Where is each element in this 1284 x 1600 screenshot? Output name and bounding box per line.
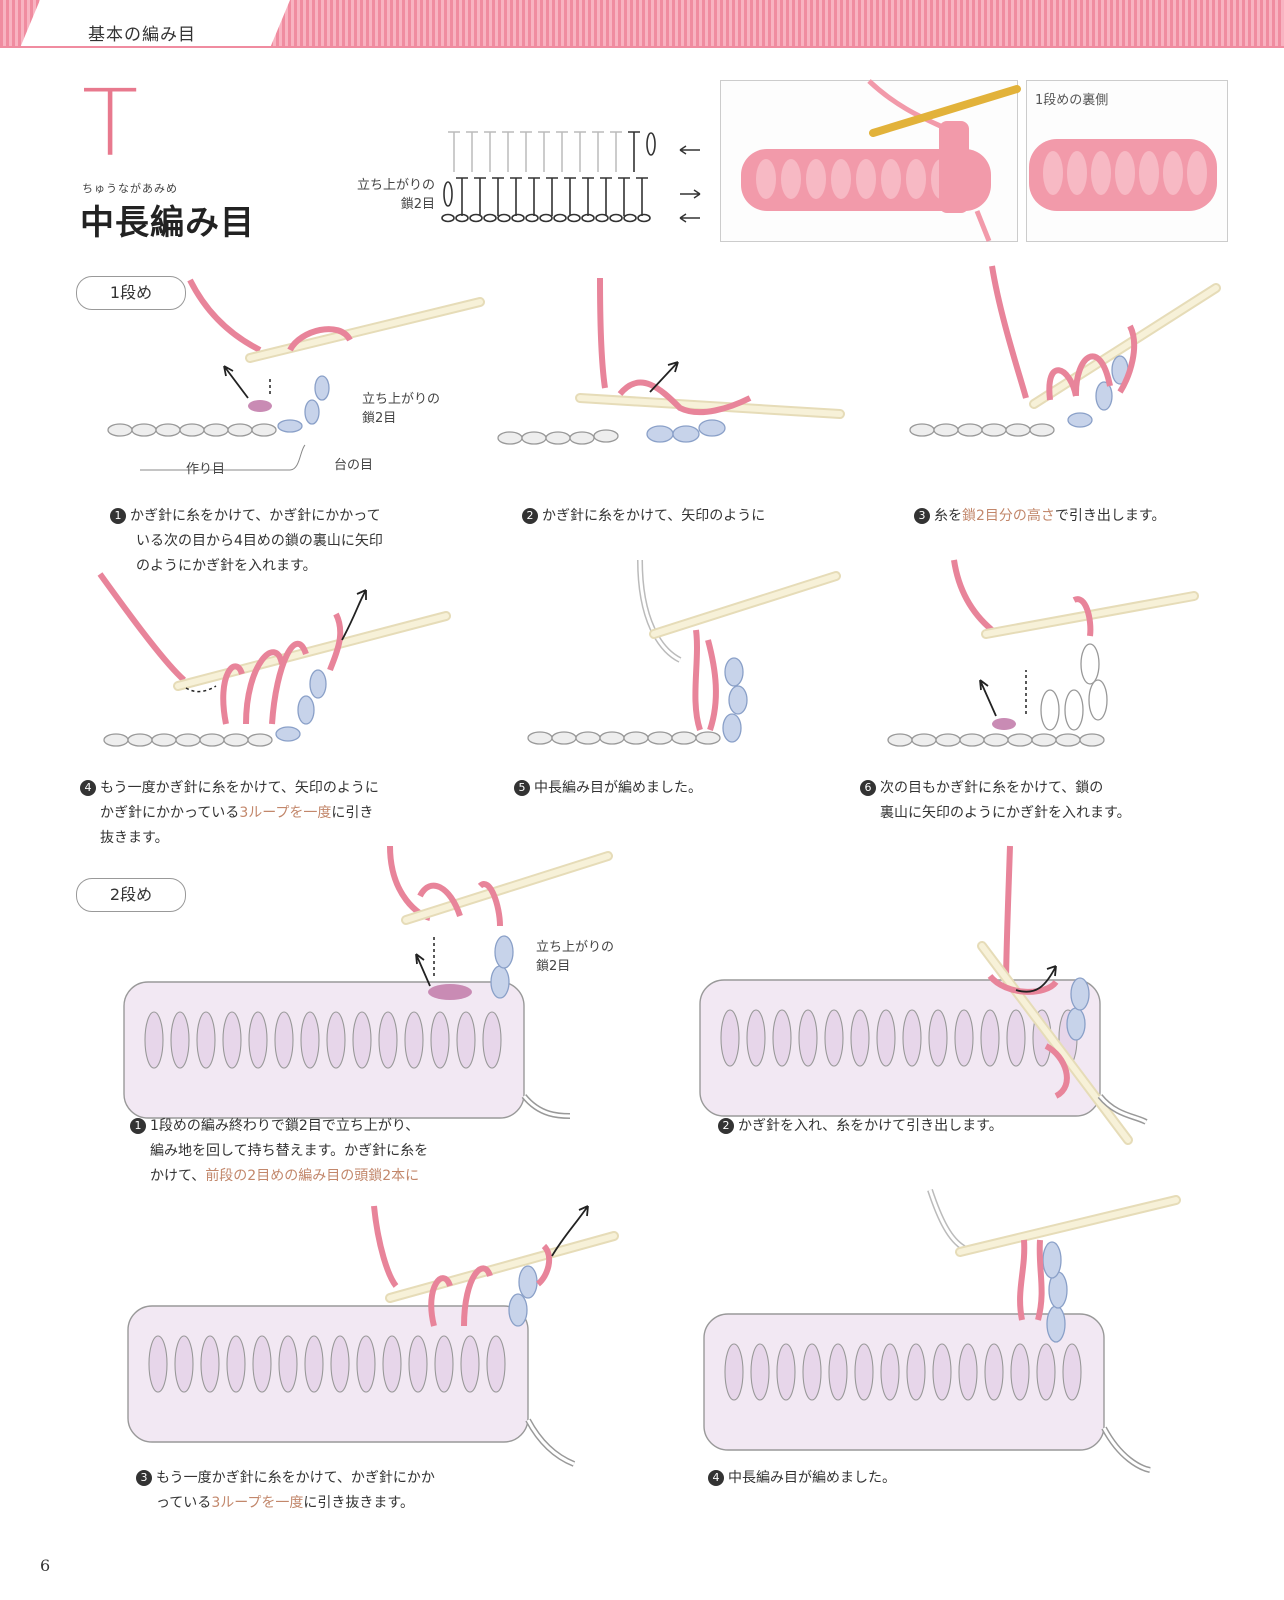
- row1-label: 1段め: [76, 276, 186, 310]
- row1-rise-label: 立ち上がりの鎖2目: [362, 392, 441, 426]
- row2-step1-diagram: [123, 845, 613, 1119]
- title-reading: ちゅうながあみめ: [82, 182, 178, 195]
- back-photo-label: 1段めの裏側: [1035, 93, 1109, 108]
- row1-foundation-label: 作り目: [186, 462, 226, 477]
- sample-photo: [720, 79, 1021, 242]
- chart-rise-label: 立ち上がりの 鎖2目: [356, 178, 435, 212]
- row1-step6-diagram: [887, 559, 1199, 747]
- row2-label: 2段め: [76, 878, 186, 912]
- symbol-chart: [441, 131, 701, 223]
- symbol-letter: T: [82, 70, 139, 177]
- row2-rise-label: 立ち上がりの鎖2目: [536, 940, 615, 974]
- page-title: 中長編み目: [80, 203, 255, 243]
- row2-step2-diagram: [699, 845, 1148, 1145]
- row1-base-label: 台の目: [334, 458, 374, 473]
- row2-step4-diagram: [703, 1189, 1181, 1473]
- header-stripes: [0, 0, 1284, 48]
- row1-step5-diagram: [527, 559, 841, 745]
- row1-step3-diagram: [909, 265, 1221, 437]
- sample-back-photo: 1段めの裏側: [1026, 80, 1228, 242]
- row1-step4-diagram: [97, 572, 451, 747]
- row1-step2-diagram: [497, 277, 845, 445]
- row1-step1-diagram: [107, 278, 485, 471]
- row2-step3-diagram: [127, 1205, 619, 1467]
- page-number: 6: [40, 1556, 51, 1575]
- chapter-title: 基本の編み目: [88, 25, 196, 45]
